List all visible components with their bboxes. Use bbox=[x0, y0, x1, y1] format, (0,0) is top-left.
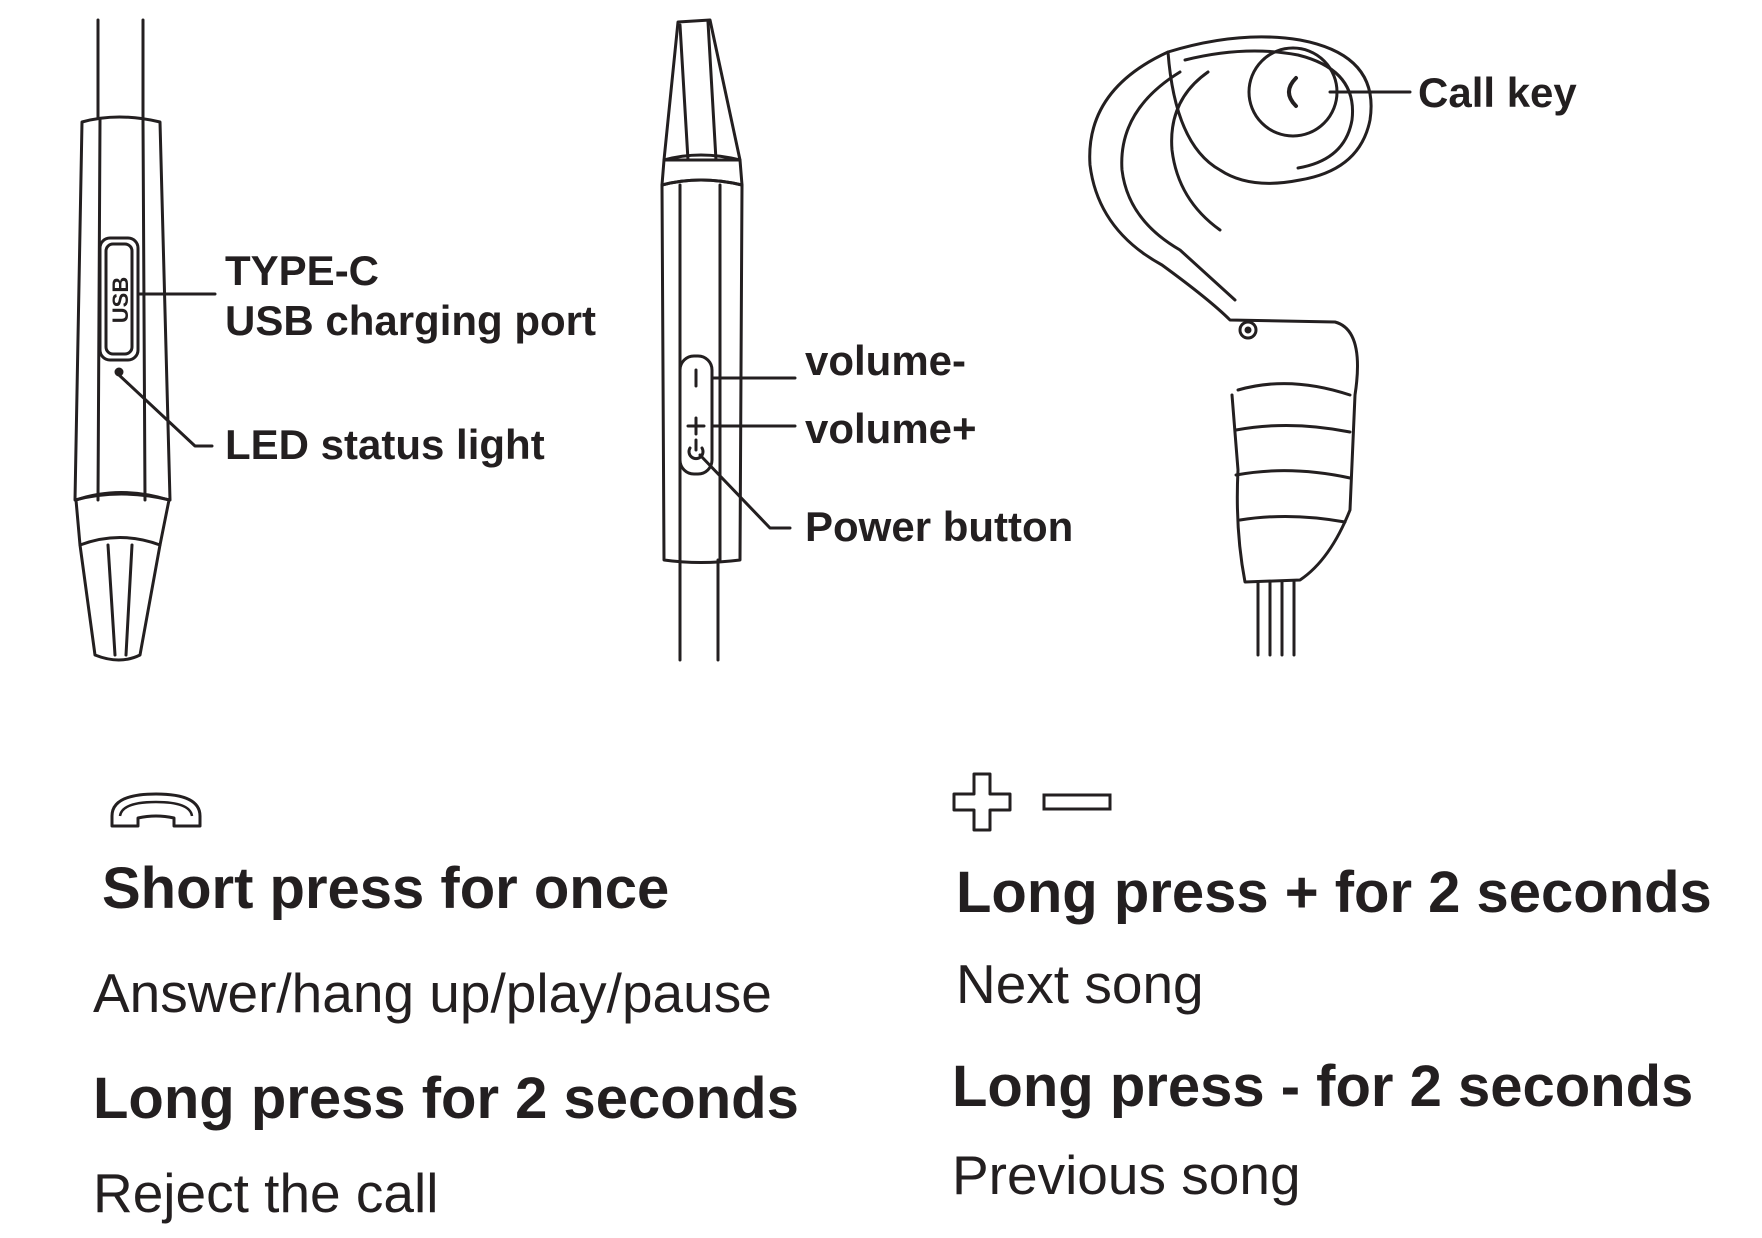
long-press-minus-action: Previous song bbox=[952, 1144, 1301, 1206]
product-diagram: USB bbox=[73, 18, 1412, 662]
type-c-label: TYPE-C bbox=[225, 247, 380, 294]
button-strip bbox=[678, 354, 714, 476]
usb-port-label: USB bbox=[108, 277, 133, 323]
volume-minus-label: volume- bbox=[805, 337, 967, 384]
call-key-label: Call key bbox=[1418, 69, 1577, 116]
led-status-light-label: LED status light bbox=[225, 421, 545, 468]
left-module-illustration bbox=[73, 18, 172, 662]
long-press-action: Reject the call bbox=[93, 1162, 439, 1224]
power-button-label: Power button bbox=[805, 503, 1074, 550]
usb-charging-port-label: USB charging port bbox=[225, 297, 597, 344]
phone-handset-icon bbox=[110, 792, 202, 828]
long-press-minus-title: Long press - for 2 seconds bbox=[952, 1054, 1694, 1119]
call-key-button bbox=[1247, 46, 1339, 138]
minus-icon bbox=[1042, 793, 1112, 811]
usb-port bbox=[98, 236, 140, 362]
short-press-title: Short press for once bbox=[102, 856, 670, 921]
ear-hook-illustration bbox=[1088, 35, 1373, 657]
volume-plus-label: volume+ bbox=[805, 405, 977, 452]
long-press-plus-action: Next song bbox=[956, 953, 1204, 1015]
long-press-title: Long press for 2 seconds bbox=[93, 1066, 799, 1131]
short-press-action: Answer/hang up/play/pause bbox=[93, 962, 772, 1024]
middle-module-illustration bbox=[660, 18, 744, 662]
long-press-plus-title: Long press + for 2 seconds bbox=[956, 860, 1712, 925]
plus-icon bbox=[952, 772, 1012, 832]
